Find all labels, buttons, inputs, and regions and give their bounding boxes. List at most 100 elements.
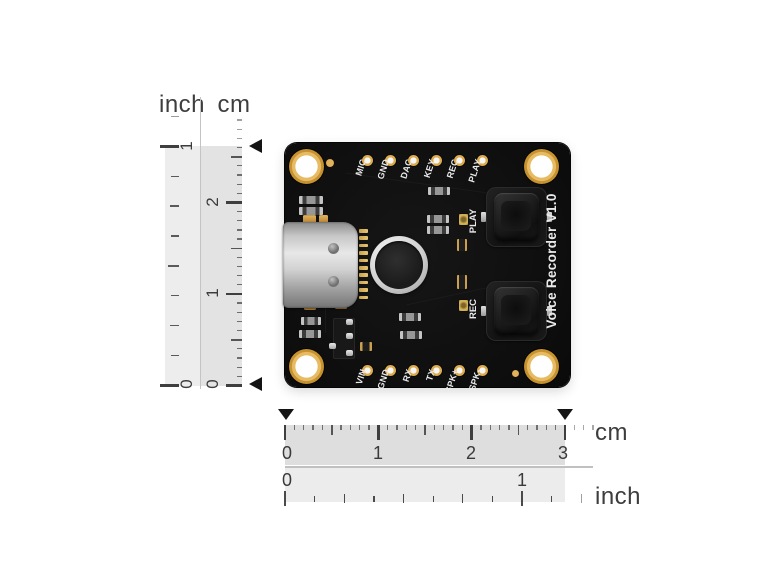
- button-contact: [481, 306, 486, 316]
- fiducial-dot: [512, 370, 519, 377]
- ruler-tick: [480, 425, 482, 430]
- ruler-tick: [387, 425, 389, 430]
- top-pin-hole-mic: [361, 154, 373, 166]
- ruler-tick: [237, 174, 242, 176]
- top-pin-hole-gnd: [384, 154, 396, 166]
- ruler-tick: [415, 425, 417, 430]
- rec-button-cap: [494, 287, 539, 335]
- fiducial-dot: [326, 159, 334, 167]
- ruler-tick: [424, 425, 426, 435]
- smd-transistor: [333, 318, 355, 359]
- rec-button-cap-center: [501, 295, 531, 325]
- ruler-tick: [527, 425, 529, 430]
- ruler-tick: [551, 496, 553, 502]
- ruler-tick: [230, 339, 242, 341]
- ruler-tick: [170, 175, 179, 177]
- smd-component: [360, 342, 372, 351]
- bottom-pin-label-vin: VIN: [353, 367, 369, 386]
- ruler-number: 1: [372, 443, 383, 463]
- top-pin-hole-rec: [453, 154, 465, 166]
- ruler-tick: [433, 425, 435, 430]
- play-button: [486, 187, 547, 247]
- ruler-tick: [237, 329, 242, 332]
- ruler-tick: [517, 425, 520, 435]
- smd-component: [457, 239, 467, 251]
- ruler-tick: [237, 238, 242, 240]
- ruler-tick: [303, 425, 305, 430]
- ruler-tick: [237, 265, 242, 268]
- smd-resistor: [299, 330, 321, 338]
- usb-castellation-pin: [359, 236, 368, 240]
- ruler-tick: [237, 366, 242, 368]
- mounting-hole: [523, 148, 559, 184]
- usb-castellation-pin: [359, 243, 368, 248]
- horizontal-ruler-divider: [285, 466, 593, 468]
- vertical-ruler-cm-scale: [200, 146, 242, 386]
- board-title: Voice Recorder V1.0: [544, 193, 559, 329]
- button-contact: [547, 212, 552, 222]
- top-pin-hole-play: [476, 154, 488, 166]
- play-button-cap-center: [501, 201, 531, 231]
- smd-resistor: [301, 317, 321, 325]
- microphone-mesh: [375, 241, 423, 289]
- ruler-tick: [237, 137, 242, 140]
- usb-castellation-pin: [359, 251, 368, 255]
- ruler-tick: [237, 220, 242, 222]
- usb-dimple: [328, 243, 339, 254]
- usb-castellation-pin: [359, 266, 368, 270]
- ruler-tick: [237, 348, 242, 350]
- ruler-tick: [580, 494, 582, 503]
- usb-solder-pad: [303, 215, 316, 223]
- ruler-tick: [349, 425, 351, 430]
- ruler-tick: [592, 425, 594, 430]
- ruler-tick: [237, 284, 242, 286]
- ruler-tick: [359, 425, 361, 430]
- bottom-pin-hole-tx: [430, 364, 442, 376]
- solder-pad: [346, 319, 353, 325]
- smd-resistor: [299, 207, 323, 215]
- ruler-tick: [283, 425, 287, 440]
- ruler-tick: [573, 425, 575, 430]
- solder-pad: [329, 343, 336, 349]
- bottom-pin-hole-vin: [361, 364, 373, 376]
- ruler-tick: [377, 425, 380, 440]
- ruler-number: 0: [281, 443, 292, 463]
- ruler-tick: [563, 425, 567, 440]
- usb-castellation-pin: [359, 229, 368, 233]
- ruler-tick: [321, 425, 323, 430]
- ruler-tick: [237, 311, 242, 313]
- ruler-number: 2: [465, 443, 476, 463]
- usb-castellation-pin: [359, 273, 368, 277]
- ruler-tick: [237, 256, 242, 258]
- board-left-edge-marker-icon: [278, 409, 294, 420]
- ruler-tick: [237, 357, 242, 359]
- smd-resistor: [428, 187, 450, 195]
- ruler-tick: [499, 425, 501, 430]
- ruler-tick: [331, 425, 333, 435]
- ruler-tick: [368, 425, 370, 430]
- ruler-number: 3: [557, 443, 568, 463]
- ruler-tick: [237, 229, 242, 231]
- ruler-tick: [536, 425, 538, 430]
- ruler-number: 1: [177, 141, 196, 151]
- ruler-tick: [237, 165, 242, 167]
- board-top-edge-marker-icon: [249, 139, 262, 153]
- ruler-tick: [237, 210, 242, 213]
- horizontal-ruler-inch-unit-label: inch: [595, 483, 642, 510]
- ruler-tick: [283, 491, 287, 506]
- horizontal-ruler-inch-scale: [285, 468, 565, 502]
- button-contact: [547, 306, 552, 316]
- ruler-tick: [555, 425, 557, 430]
- ruler-tick: [461, 425, 463, 430]
- ruler-tick: [170, 235, 179, 237]
- ruler-number: 1: [516, 470, 527, 490]
- ruler-number: 2: [203, 197, 222, 207]
- rec-led: [459, 300, 468, 311]
- smd-component: [457, 275, 467, 289]
- ruler-tick: [237, 128, 242, 130]
- solder-pad: [346, 350, 353, 356]
- vertical-ruler-cm-unit-label: cm: [217, 91, 251, 118]
- mounting-hole: [523, 348, 559, 384]
- rec-led-label: REC: [468, 298, 479, 320]
- ruler-tick: [225, 201, 242, 204]
